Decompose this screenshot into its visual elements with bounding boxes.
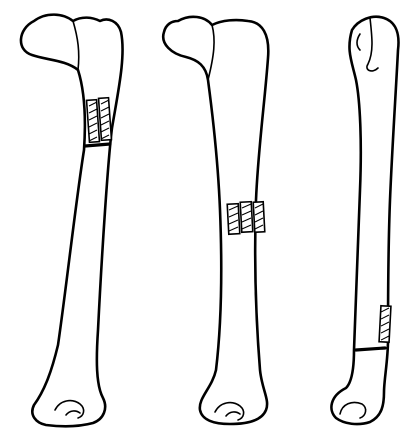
femur-right-outline bbox=[331, 17, 398, 424]
femur-right-osteotomy-line bbox=[356, 348, 385, 350]
femur-left-osteotomy-line bbox=[85, 144, 110, 146]
femur-right-plate bbox=[379, 306, 391, 342]
femur-middle-plate bbox=[227, 202, 265, 235]
femur-left bbox=[21, 15, 123, 427]
femur-left-outline bbox=[21, 15, 123, 427]
femur-right bbox=[331, 17, 398, 424]
femur-middle bbox=[163, 17, 268, 424]
